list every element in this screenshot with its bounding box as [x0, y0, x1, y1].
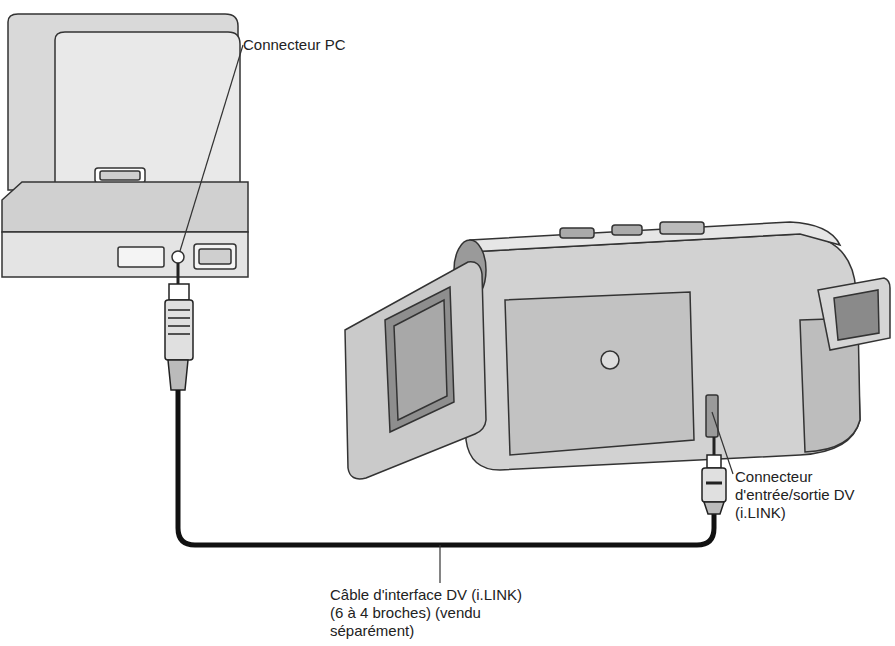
- leader-line: [180, 45, 243, 251]
- case-top: [2, 182, 248, 232]
- monitor-slot: [95, 168, 145, 183]
- camera-logo: [601, 351, 619, 369]
- plug-wire: [713, 437, 716, 455]
- plug-body: [702, 468, 726, 502]
- plug-ridge: [168, 325, 190, 327]
- dv-port: [706, 395, 718, 437]
- camera-button: [612, 225, 642, 235]
- leader-line: [712, 412, 733, 474]
- camera-button: [560, 228, 594, 238]
- lcd-screen-inner: [394, 300, 447, 420]
- port-vga-inner: [199, 249, 231, 264]
- plug-ridge: [168, 317, 190, 319]
- camera-top: [468, 222, 840, 252]
- lcd-panel: [345, 262, 486, 479]
- port-vga: [194, 244, 236, 269]
- plug-ridge: [706, 482, 722, 485]
- camera-body: [466, 234, 860, 470]
- connector-label: Connecteur d'entrée/sortie DV (i.LINK): [735, 468, 885, 522]
- plug-tip: [707, 455, 721, 468]
- plug-tip: [169, 284, 189, 300]
- monitor-back: [55, 32, 240, 196]
- pc-plug: [165, 263, 193, 390]
- port-slot: [118, 247, 164, 267]
- pc-connector: [172, 251, 184, 263]
- cable-label: Câble d'interface DV (i.LINK) (6 à 4 bro…: [330, 586, 530, 640]
- plug-ridge: [168, 309, 190, 311]
- plug-boot: [704, 502, 724, 514]
- camera-plug: [702, 437, 726, 514]
- plug-boot: [168, 360, 188, 390]
- plug-wire: [177, 263, 180, 284]
- plug-body: [165, 300, 193, 360]
- pc-case: [2, 182, 248, 277]
- camera-side-panel: [505, 292, 694, 455]
- camcorder: [345, 222, 890, 479]
- connector-label: Connecteur PC: [243, 36, 403, 54]
- viewfinder: [818, 278, 890, 350]
- camera-button: [660, 222, 704, 234]
- lcd-screen: [385, 287, 454, 432]
- monitor-slot-inner: [100, 171, 140, 180]
- case-front: [2, 232, 248, 277]
- viewfinder-eyepiece: [834, 290, 879, 340]
- plug-ridge: [168, 333, 190, 335]
- leader-line: [439, 545, 440, 583]
